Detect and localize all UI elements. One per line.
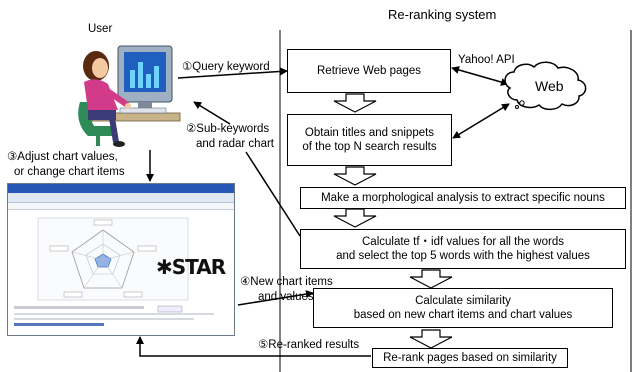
arrow-query-keyword — [177, 67, 288, 79]
box-tfidf: Calculate tf・idf values for all the word… — [300, 229, 626, 269]
box-tfidf-line1: Calculate tf・idf values for all the word… — [362, 236, 564, 248]
line-subkeywords-source — [245, 151, 301, 237]
arrow-new-chart-items — [237, 290, 314, 306]
box-morph-text: Make a morphological analysis to extract… — [321, 192, 605, 204]
star-screenshot: ✱STAR — [7, 183, 235, 336]
step5-label: ⑤Re-ranked results — [258, 339, 360, 351]
arrow-reranked-results — [136, 336, 371, 357]
step3-label-line2: or change chart items — [14, 166, 125, 178]
star-logo: ✱STAR — [156, 255, 226, 279]
screenshot-content — [14, 217, 214, 326]
block-arrow-5 — [409, 329, 453, 349]
box-obtain-snippets: Obtain titles and snippets of the top N … — [287, 114, 452, 166]
box-tfidf-line2: and select the top 5 words with the high… — [336, 250, 590, 262]
box-obtain-line1: Obtain titles and snippets — [304, 127, 435, 139]
box-similarity-line1: Calculate similarity — [415, 295, 511, 307]
step2-label-line2: and radar chart — [196, 138, 274, 150]
box-similarity-line2: based on new chart items and chart value… — [353, 309, 573, 321]
screenshot-toolbar — [8, 193, 234, 203]
user-label: User — [88, 23, 113, 35]
box-morphological-analysis: Make a morphological analysis to extract… — [300, 187, 626, 209]
box-obtain-line2: of the top N search results — [302, 141, 437, 153]
step3-label-line1: ③Adjust chart values, — [7, 151, 118, 163]
box-rerank-pages: Re-rank pages based on similarity — [372, 348, 568, 368]
step4-label-line2: and values — [258, 291, 314, 303]
box-retrieve-web-pages: Retrieve Web pages — [287, 49, 451, 93]
system-title: Re-ranking system — [388, 7, 497, 22]
block-arrow-3 — [333, 208, 377, 228]
block-arrow-2 — [333, 166, 377, 186]
box-retrieve-text: Retrieve Web pages — [317, 65, 421, 77]
step1-label: ①Query keyword — [182, 61, 270, 73]
block-arrow-1 — [333, 93, 377, 113]
screenshot-addressbar — [8, 203, 234, 210]
step2-label-line1: ②Sub-keywords — [186, 123, 270, 135]
web-cloud-label: Web — [535, 78, 564, 94]
arrow-web-snippets — [452, 103, 510, 139]
block-arrow-4 — [409, 269, 453, 289]
box-calculate-similarity: Calculate similarity based on new chart … — [313, 288, 613, 328]
box-rerank-text: Re-rank pages based on similarity — [383, 352, 557, 364]
arrow-yahoo-api — [451, 66, 509, 86]
screenshot-titlebar — [8, 184, 234, 193]
yahoo-api-label: Yahoo! API — [458, 54, 515, 66]
step4-label-line1: ④New chart items — [240, 276, 333, 288]
arrow-subkeywords — [193, 101, 231, 125]
